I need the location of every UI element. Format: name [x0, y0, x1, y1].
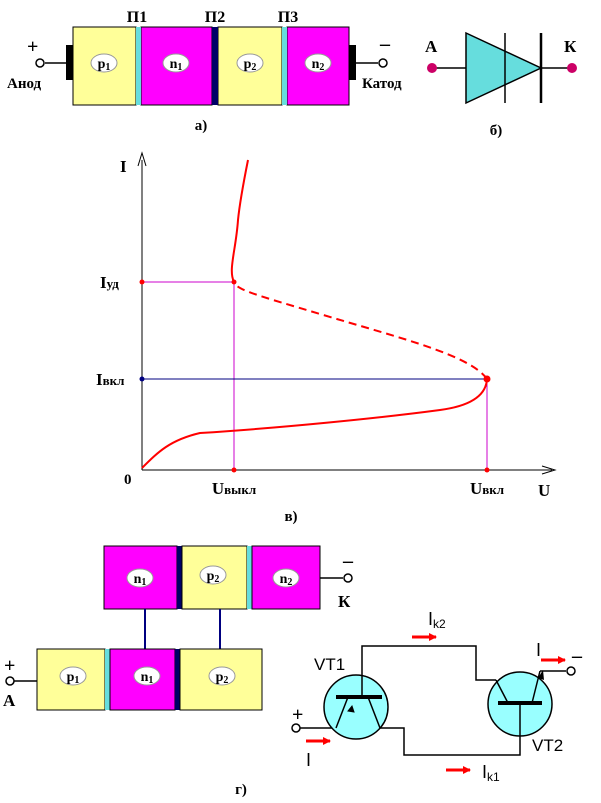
- wire-vt2-to-vt1: [380, 727, 521, 756]
- ik1-label: Ik1: [482, 762, 500, 784]
- bottom-junction-light: [105, 649, 110, 710]
- cathode-electrode: [349, 45, 356, 80]
- region-label-p2: p2: [244, 57, 257, 73]
- i-in-label: I: [306, 750, 311, 770]
- iv-curve-on-branch: [230, 159, 249, 283]
- top-cathode-terminal: [343, 573, 353, 583]
- caption-d: г): [235, 782, 247, 798]
- top-region-p2: [181, 545, 248, 610]
- figure-d-structure: n1 p2 n2 – К p1 n1 p2 + А: [3, 545, 354, 711]
- caption-b: б): [490, 123, 503, 139]
- top-junction-light: [247, 546, 252, 609]
- caption-a: а): [195, 118, 208, 134]
- junction-p2: [212, 27, 218, 105]
- diode-triangle: [465, 31, 543, 105]
- figure-c-iv-curve: I U 0 Iуд Iвкл Uвыкл Uвкл в): [96, 151, 557, 525]
- anode-terminal: [35, 58, 45, 68]
- input-terminal: [291, 723, 301, 733]
- cathode-label: Катод: [362, 76, 402, 92]
- bottom-label-p2: p2: [216, 670, 229, 686]
- circuit-minus: –: [571, 645, 583, 667]
- label-u-off: Uвыкл: [212, 479, 256, 498]
- vt2-label: VT2: [532, 736, 563, 755]
- junction-label-1: П1: [127, 9, 147, 26]
- terminal-a: [427, 63, 437, 73]
- bottom-label-p1: p1: [67, 670, 80, 686]
- figure-b-symbol: А К б): [425, 31, 577, 139]
- output-terminal: [566, 666, 576, 676]
- minus-sign: –: [379, 33, 391, 55]
- point-uoff: [231, 467, 237, 473]
- label-i-hold: Iуд: [100, 273, 119, 292]
- junction-label-3: П3: [278, 9, 298, 26]
- anode-label: Анод: [7, 76, 42, 92]
- region-label-n1: n1: [170, 57, 183, 73]
- x-axis-label: U: [538, 481, 550, 500]
- junction-p1: [136, 27, 141, 105]
- bottom-anode-label: А: [3, 691, 16, 710]
- point-switch-on: [483, 375, 491, 383]
- junction-p3: [282, 27, 287, 105]
- top-label-n2: n2: [280, 572, 293, 588]
- point-ihold: [139, 279, 145, 285]
- bottom-anode-terminal: [5, 676, 15, 686]
- anode-electrode: [66, 45, 73, 80]
- label-i-on: Iвкл: [96, 370, 124, 389]
- vt1-transistor: [323, 674, 389, 740]
- top-label-n1: n1: [134, 572, 147, 588]
- point-hold-corner: [231, 279, 237, 285]
- figure-a-structure: p1 n1 p2 n2 П1 П2 П3 + – Анод Катод а): [7, 9, 402, 134]
- circuit-plus: +: [292, 704, 303, 726]
- bottom-plus: +: [4, 655, 15, 677]
- top-label-p2: p2: [207, 569, 220, 585]
- caption-c: в): [284, 509, 297, 525]
- vt1-label: VT1: [314, 655, 345, 674]
- top-junction-dark: [177, 546, 182, 609]
- top-minus: –: [342, 550, 354, 572]
- iv-curve-off-branch: [141, 378, 488, 469]
- label-u-on: Uвкл: [470, 479, 504, 498]
- label-a: А: [425, 37, 438, 56]
- iv-curve-negative-branch: [233, 281, 488, 380]
- point-uon: [484, 467, 490, 473]
- region-label-p1: p1: [98, 57, 111, 73]
- terminal-k: [567, 63, 577, 73]
- ik2-label: Ik2: [428, 609, 446, 631]
- wire-vt1-collector-to-vt2: [361, 645, 496, 681]
- figure-d-circuit: VT1 VT2 Ik2 Ik1 I I + – г): [235, 609, 583, 798]
- cathode-terminal: [378, 58, 388, 68]
- label-k: К: [564, 37, 577, 56]
- top-cathode-label: К: [338, 592, 351, 611]
- bottom-label-n1: n1: [141, 670, 154, 686]
- bottom-junction-dark: [175, 649, 180, 710]
- point-ion: [139, 376, 145, 382]
- junction-label-2: П2: [205, 9, 225, 26]
- region-label-n2: n2: [312, 57, 325, 73]
- y-axis-label: I: [120, 157, 127, 176]
- i-out-label: I: [536, 640, 541, 660]
- origin-label: 0: [124, 472, 132, 488]
- plus-sign: +: [27, 36, 38, 58]
